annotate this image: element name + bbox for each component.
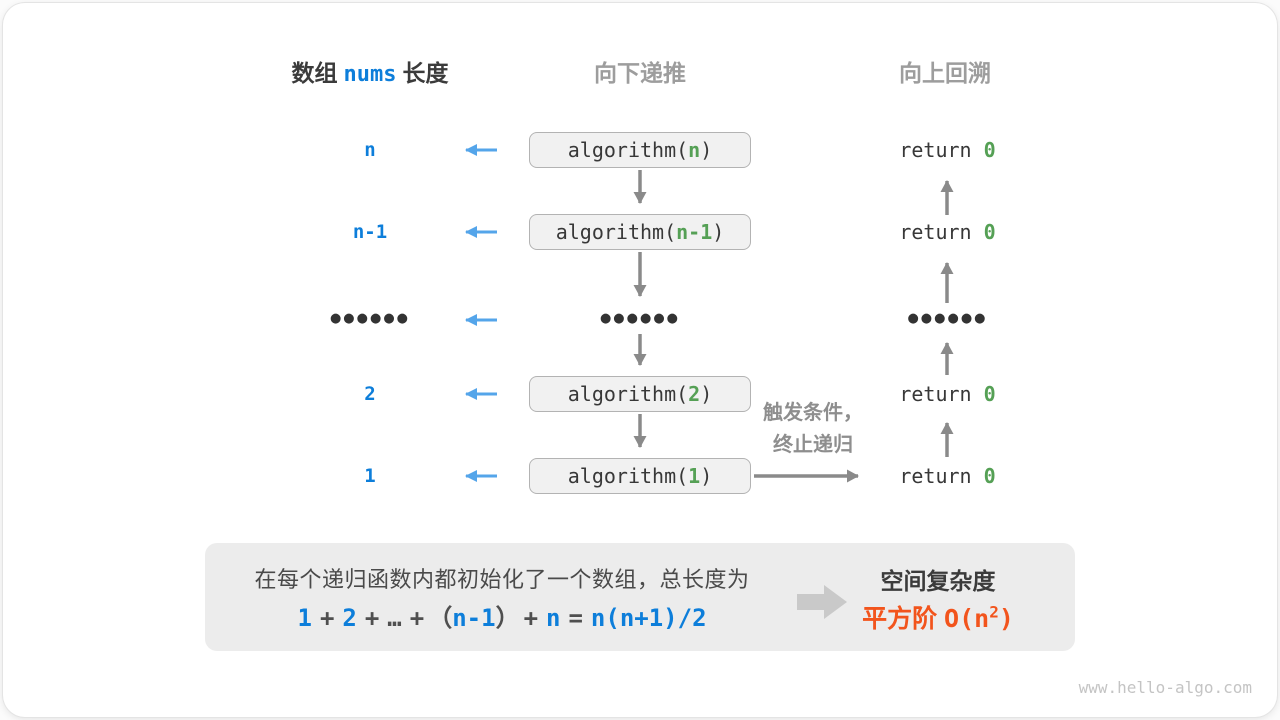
exponent: 2: [989, 602, 999, 622]
return-statement-1: return 0: [875, 458, 1020, 494]
formula-token: n(n+1)/2: [590, 604, 707, 632]
summary-text: 在每个递归函数内都初始化了一个数组，总长度为: [254, 567, 750, 592]
call-suffix: ): [712, 220, 725, 244]
ellipsis-left: ●●●●●●: [329, 311, 411, 326]
summary-panel: [205, 543, 1075, 651]
call-box-1: algorithm(1): [529, 458, 751, 494]
length-label-n: n: [364, 139, 376, 161]
ellipsis-right: ●●●●●●: [907, 311, 988, 326]
formula-token: …: [387, 604, 402, 632]
termination-line1: 触发条件，: [763, 402, 863, 424]
termination-line2: 终止递归: [773, 434, 853, 456]
return-value: 0: [983, 382, 996, 406]
call-prefix: algorithm(: [567, 138, 689, 162]
formula-token: 2: [342, 604, 357, 632]
call-prefix: algorithm(: [567, 464, 689, 488]
formula-token: n: [546, 604, 561, 632]
formula-token: +: [319, 604, 335, 632]
formula-token: （: [428, 604, 453, 632]
call-box-n: algorithm(n): [529, 132, 751, 168]
call-prefix: algorithm(: [567, 382, 689, 406]
call-suffix: ): [700, 138, 713, 162]
length-label-n1: n-1: [352, 221, 388, 243]
summary-formula: 1+2+…+（n-1）+n=n(n+1)/2: [218, 598, 786, 633]
formula-token: 1: [297, 604, 312, 632]
formula-token: +: [409, 604, 425, 632]
return-keyword: return: [899, 220, 972, 244]
length-label-1: 1: [364, 465, 376, 487]
termination-annotation: 触发条件， 终止递归: [750, 397, 876, 461]
complexity-order-label: 平方阶: [862, 605, 938, 633]
length-label-2: 2: [364, 383, 376, 405]
formula-token: =: [568, 604, 583, 632]
column-header-recurse: 向下递推: [594, 60, 686, 86]
call-arg: 2: [688, 382, 701, 406]
call-suffix: ): [700, 382, 713, 406]
return-statement-2: return 0: [875, 376, 1020, 412]
call-prefix: algorithm(: [555, 220, 677, 244]
call-suffix: ): [700, 464, 713, 488]
space-complexity-value: 平方阶 O(n2): [843, 599, 1033, 635]
call-box-n1: algorithm(n-1): [529, 214, 751, 250]
return-statement-n1: return 0: [875, 214, 1020, 250]
ellipsis-middle: ●●●●●●: [599, 311, 681, 326]
array-label-prefix: 数组: [291, 60, 338, 86]
return-keyword: return: [899, 464, 972, 488]
return-value: 0: [983, 138, 996, 162]
call-arg: n-1: [676, 220, 713, 244]
space-complexity-title: 空间复杂度: [880, 568, 996, 594]
call-arg: n: [688, 138, 701, 162]
formula-token: +: [364, 604, 380, 632]
return-value: 0: [983, 464, 996, 488]
return-value: 0: [983, 220, 996, 244]
call-arg: 1: [688, 464, 701, 488]
return-keyword: return: [899, 382, 972, 406]
big-o-notation: O(n2): [944, 602, 1014, 633]
formula-token: +: [523, 604, 539, 632]
return-statement-n: return 0: [875, 132, 1020, 168]
array-name-code: nums: [343, 62, 397, 87]
array-label-suffix: 长度: [402, 60, 449, 86]
formula-token: ）: [495, 604, 520, 632]
call-box-2: algorithm(2): [529, 376, 751, 412]
column-header-backtrack: 向上回溯: [899, 60, 991, 86]
return-keyword: return: [899, 138, 972, 162]
watermark-url: www.hello-algo.com: [1078, 678, 1252, 697]
formula-token: n-1: [452, 604, 496, 632]
